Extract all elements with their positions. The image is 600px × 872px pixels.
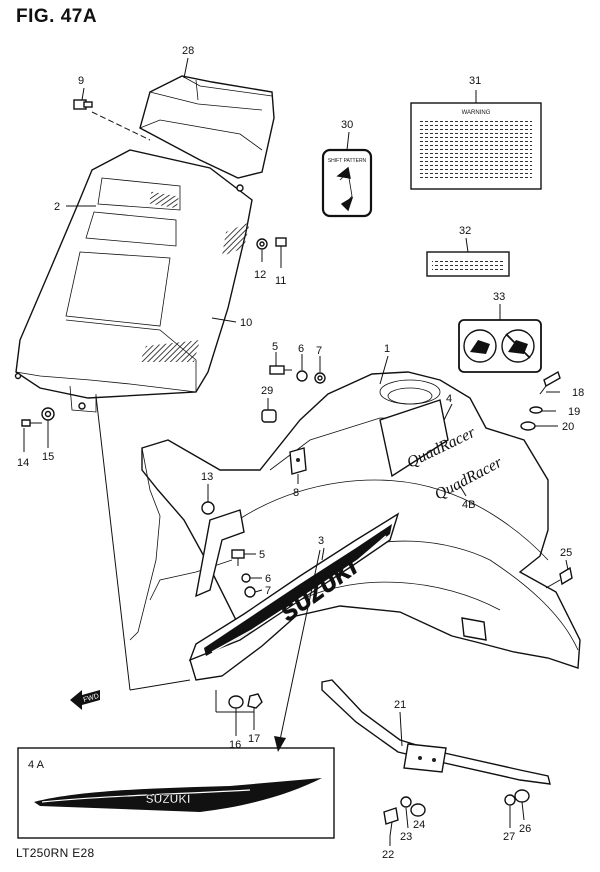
callout-21: 21 [394,699,406,711]
mud-stay-21 [321,679,551,785]
bracket-part-8 [289,447,307,475]
washer-7-lower [244,586,256,598]
bolt-14 [21,419,42,427]
callout-32: 32 [459,225,471,237]
callout-24: 24 [413,819,425,831]
front-panel-part [14,149,253,413]
washer-24 [410,803,426,817]
inset-label: 4 A [28,759,45,771]
callout-28: 28 [182,45,194,57]
inset-pointer [274,549,321,752]
callout-27: 27 [503,831,515,843]
callout-7-lower: 7 [265,585,271,597]
callout-6-upper: 6 [298,343,304,355]
leader-lines [23,57,569,846]
callout-3: 3 [318,535,324,547]
fwd-label: FWD [83,693,100,704]
callout-9: 9 [78,75,84,87]
washer-20 [520,421,536,431]
callout-18: 18 [572,387,584,399]
figure-title: FIG. 47A [16,6,98,27]
fwd-arrow-icon: FWD [70,690,100,710]
callout-12: 12 [254,269,266,281]
callout-25: 25 [560,547,572,559]
main-fender-part [129,371,581,681]
callout-33: 33 [493,291,505,303]
callout-2: 2 [54,201,60,213]
callout-1: 1 [384,343,390,355]
callout-30: 30 [341,119,353,131]
nut-6-upper [296,370,308,382]
washer-7-upper [314,372,326,384]
callout-4: 4 [446,393,452,405]
nut-17 [247,693,263,709]
callout-13: 13 [201,471,213,483]
callout-5-lower: 5 [259,549,265,561]
callout-31: 31 [469,75,481,87]
side-stripe-part [188,512,400,662]
callout-10: 10 [240,317,252,329]
callout-14: 14 [17,457,29,469]
warning-heading: WARNING [462,110,491,116]
callout-6-lower: 6 [265,573,271,585]
grommet-29 [261,409,277,423]
bolt-9 [73,99,93,110]
inset-decal-text: SUZUKI [146,792,191,806]
top-cover-part [139,75,275,179]
nut-23 [400,796,412,808]
nut-27 [504,794,516,806]
callout-17: 17 [248,733,260,745]
callout-19: 19 [568,406,580,418]
callout-labels: 28 9 2 10 12 11 14 15 31 30 32 33 1 4 4B… [17,45,584,861]
bolt-22 [383,807,399,837]
callout-20: 20 [562,421,574,433]
grommet-16 [228,695,244,709]
warning-decal-31: WARNING [410,102,542,190]
callout-7-upper: 7 [316,345,322,357]
bolt-18 [539,370,561,395]
washer-19 [529,406,543,414]
callout-26: 26 [519,823,531,835]
callout-22: 22 [382,849,394,861]
callout-4b: 4B [462,499,475,511]
callout-29: 29 [261,385,273,397]
callout-11: 11 [275,275,286,287]
model-code: LT250RN E28 [16,846,95,860]
bolt-5-upper [269,365,292,375]
callout-16: 16 [229,739,241,751]
bolt-25 [545,566,573,589]
inset-box-4a: 4 A SUZUKI [17,747,335,839]
caution-decal-33 [458,319,542,373]
label-decal-32 [426,251,510,277]
callout-23: 23 [400,831,412,843]
washer-15 [41,407,55,421]
nut-6-lower [241,573,251,583]
washer-26 [514,789,530,803]
front-stay-bracket [195,509,245,598]
bolt-11 [275,237,287,254]
shift-heading: SHIFT PATTERN [328,158,367,164]
washer-12 [256,238,268,250]
grommet-13 [201,501,215,515]
callout-5-upper: 5 [272,341,278,353]
callout-15: 15 [42,451,54,463]
shift-pattern-decal-30: SHIFT PATTERN [321,148,373,218]
callout-8-visible: 8 [293,487,299,499]
